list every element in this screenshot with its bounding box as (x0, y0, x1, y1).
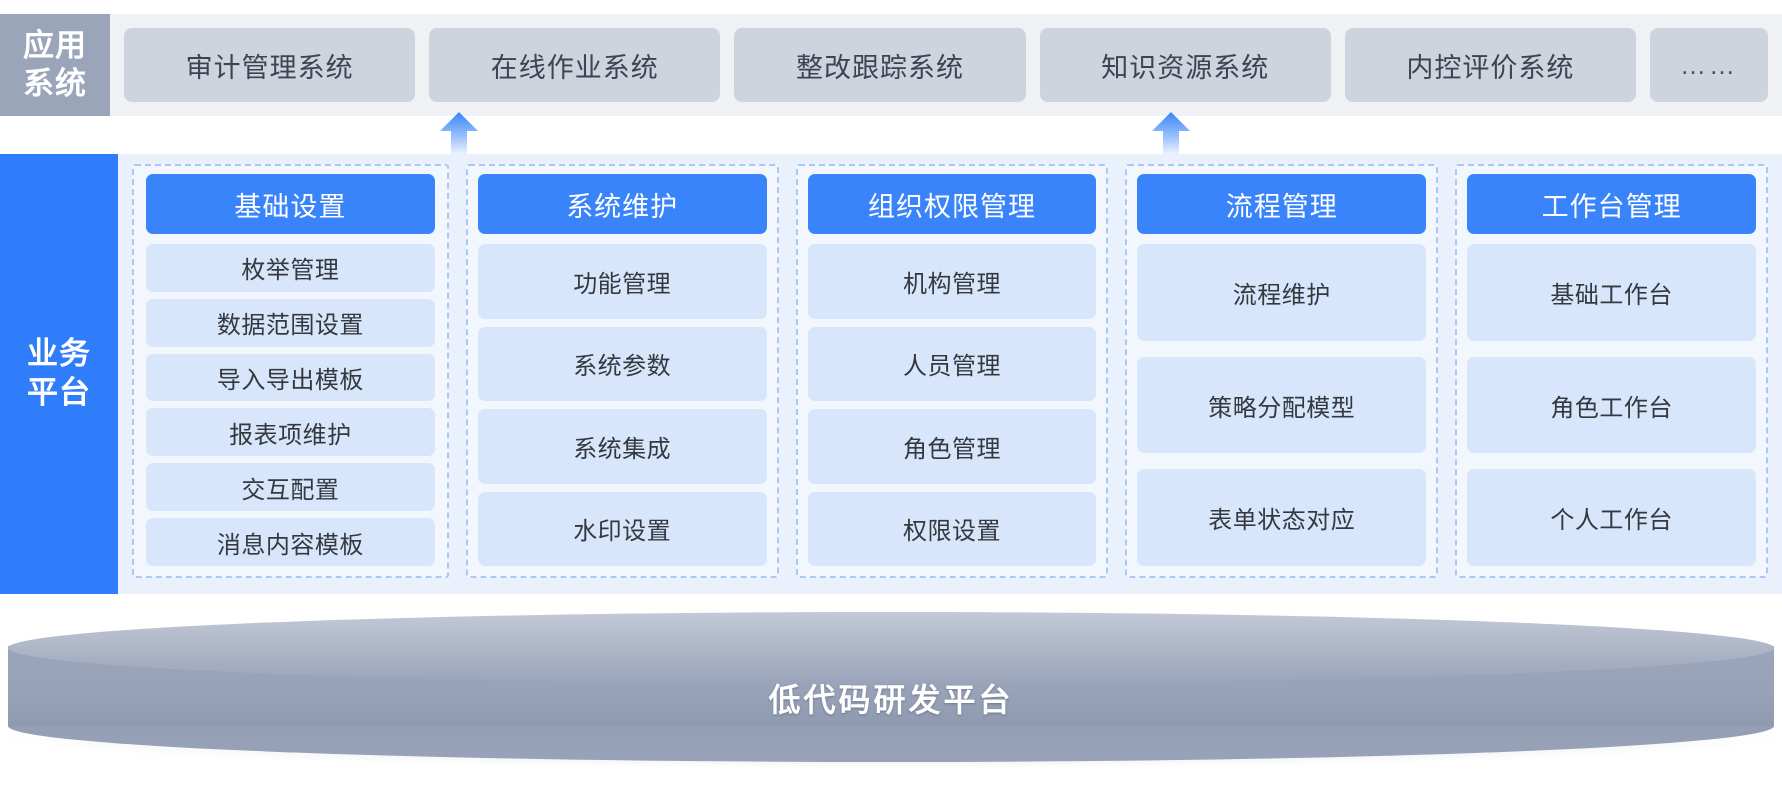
business-platform-band: 业务 平台 基础设置 枚举管理 数据范围设置 导入导出模板 报表项维护 交互配置… (0, 154, 1782, 594)
arrow-up-online-work-system (440, 112, 478, 158)
item-personnel-management[interactable]: 人员管理 (807, 326, 1097, 401)
group-header-process-management[interactable]: 流程管理 (1137, 174, 1427, 234)
app-card-internal-control-evaluation[interactable]: 内控评价系统 (1344, 28, 1637, 102)
application-system-band: 应用 系统 审计管理系统 在线作业系统 整改跟踪系统 知识资源系统 内控评价系统… (0, 14, 1782, 116)
item-policy-allocation-model[interactable]: 策略分配模型 (1137, 356, 1427, 454)
item-watermark-settings[interactable]: 水印设置 (477, 491, 767, 566)
group-process-management: 流程管理 流程维护 策略分配模型 表单状态对应 (1125, 164, 1439, 578)
group-header-basic-settings[interactable]: 基础设置 (146, 174, 435, 234)
business-platform-label-line1: 业务 (27, 336, 91, 372)
group-items-org-permission-management: 机构管理 人员管理 角色管理 权限设置 (807, 244, 1097, 566)
application-system-label-line1: 应用 (23, 28, 87, 64)
app-card-audit-management[interactable]: 审计管理系统 (124, 28, 416, 102)
item-role-workbench[interactable]: 角色工作台 (1467, 356, 1756, 454)
item-message-content-template[interactable]: 消息内容模板 (146, 518, 435, 566)
business-platform-label-line2: 平台 (27, 375, 91, 410)
low-code-platform: 低代码研发平台 (8, 612, 1774, 768)
app-card-knowledge-resource[interactable]: 知识资源系统 (1039, 28, 1331, 102)
group-items-process-management: 流程维护 策略分配模型 表单状态对应 (1137, 244, 1427, 567)
item-data-scope-settings[interactable]: 数据范围设置 (146, 298, 435, 347)
group-header-org-permission-management[interactable]: 组织权限管理 (807, 174, 1097, 234)
item-role-management[interactable]: 角色管理 (807, 409, 1097, 484)
business-platform-label: 业务 平台 (0, 154, 118, 594)
app-card-online-work[interactable]: 在线作业系统 (429, 28, 721, 102)
app-card-rectification-tracking[interactable]: 整改跟踪系统 (734, 28, 1026, 102)
platform-label: 低代码研发平台 (768, 682, 1014, 718)
application-system-label-line2: 系统 (23, 66, 87, 101)
item-permission-settings[interactable]: 权限设置 (807, 491, 1097, 566)
item-system-integration[interactable]: 系统集成 (477, 409, 767, 484)
group-org-permission-management: 组织权限管理 机构管理 人员管理 角色管理 权限设置 (795, 164, 1109, 578)
item-interaction-config[interactable]: 交互配置 (146, 463, 435, 512)
application-system-cards: 审计管理系统 在线作业系统 整改跟踪系统 知识资源系统 内控评价系统 …… (110, 14, 1782, 116)
application-system-label: 应用 系统 (0, 14, 110, 116)
group-items-system-maintenance: 功能管理 系统参数 系统集成 水印设置 (477, 244, 767, 566)
item-organization-management[interactable]: 机构管理 (807, 244, 1097, 319)
item-basic-workbench[interactable]: 基础工作台 (1467, 244, 1756, 341)
group-basic-settings: 基础设置 枚举管理 数据范围设置 导入导出模板 报表项维护 交互配置 消息内容模… (132, 164, 449, 578)
group-items-workbench-management: 基础工作台 角色工作台 个人工作台 (1467, 244, 1756, 567)
item-system-parameters[interactable]: 系统参数 (477, 326, 767, 401)
item-enum-management[interactable]: 枚举管理 (146, 244, 435, 292)
group-workbench-management: 工作台管理 基础工作台 角色工作台 个人工作台 (1455, 164, 1768, 578)
group-header-workbench-management[interactable]: 工作台管理 (1467, 174, 1756, 234)
item-import-export-template[interactable]: 导入导出模板 (146, 353, 435, 402)
group-header-system-maintenance[interactable]: 系统维护 (477, 174, 767, 234)
platform-top-ellipse (8, 612, 1774, 684)
arrow-up-internal-control-system (1152, 112, 1190, 158)
group-items-basic-settings: 枚举管理 数据范围设置 导入导出模板 报表项维护 交互配置 消息内容模板 (146, 244, 435, 566)
app-card-more-ellipsis[interactable]: …… (1650, 28, 1769, 102)
item-function-management[interactable]: 功能管理 (477, 244, 767, 319)
item-personal-workbench[interactable]: 个人工作台 (1467, 469, 1756, 567)
group-system-maintenance: 系统维护 功能管理 系统参数 系统集成 水印设置 (465, 164, 779, 578)
item-form-status-mapping[interactable]: 表单状态对应 (1137, 469, 1427, 567)
business-platform-groups: 基础设置 枚举管理 数据范围设置 导入导出模板 报表项维护 交互配置 消息内容模… (118, 154, 1782, 594)
item-report-item-maintenance[interactable]: 报表项维护 (146, 408, 435, 457)
item-process-maintenance[interactable]: 流程维护 (1137, 244, 1427, 341)
